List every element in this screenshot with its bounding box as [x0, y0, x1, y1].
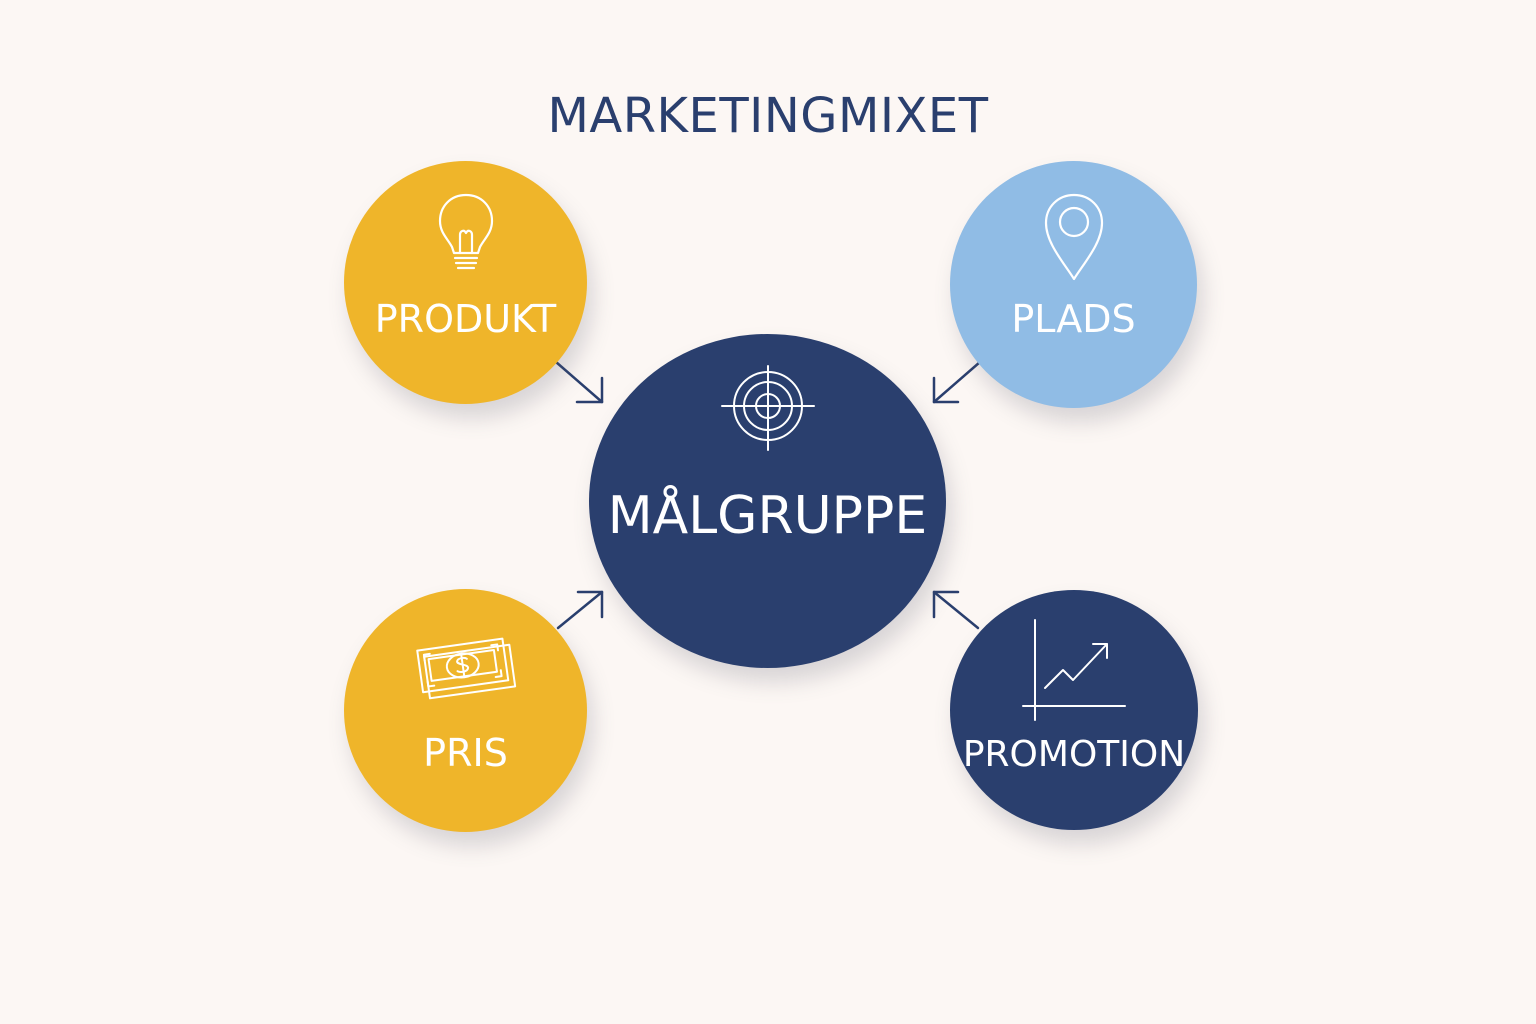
arrow-plads-to-center: [932, 360, 982, 404]
node-promotion: PROMOTION: [950, 590, 1198, 830]
node-malgruppe-label: MÅLGRUPPE: [607, 486, 928, 546]
node-pris-label: PRIS: [423, 731, 508, 775]
node-plads-label: PLADS: [1011, 297, 1136, 341]
node-promotion-label: PROMOTION: [962, 734, 1186, 775]
node-produkt: PRODUKT: [344, 161, 587, 404]
arrow-pris-to-center: [556, 590, 604, 630]
diagram-title: MARKETINGMIXET: [547, 88, 989, 144]
arrow-produkt-to-center: [554, 360, 604, 404]
node-plads: PLADS: [950, 161, 1197, 408]
node-malgruppe: MÅLGRUPPE: [589, 334, 946, 668]
growth-chart-icon: [1021, 618, 1127, 726]
arrow-promotion-to-center: [932, 590, 980, 630]
money-icon: [412, 631, 520, 707]
location-pin-icon: [1042, 191, 1106, 287]
lightbulb-icon: [436, 191, 496, 279]
node-produkt-label: PRODUKT: [374, 297, 557, 341]
target-icon: [718, 364, 818, 460]
node-pris: PRIS: [344, 589, 587, 832]
